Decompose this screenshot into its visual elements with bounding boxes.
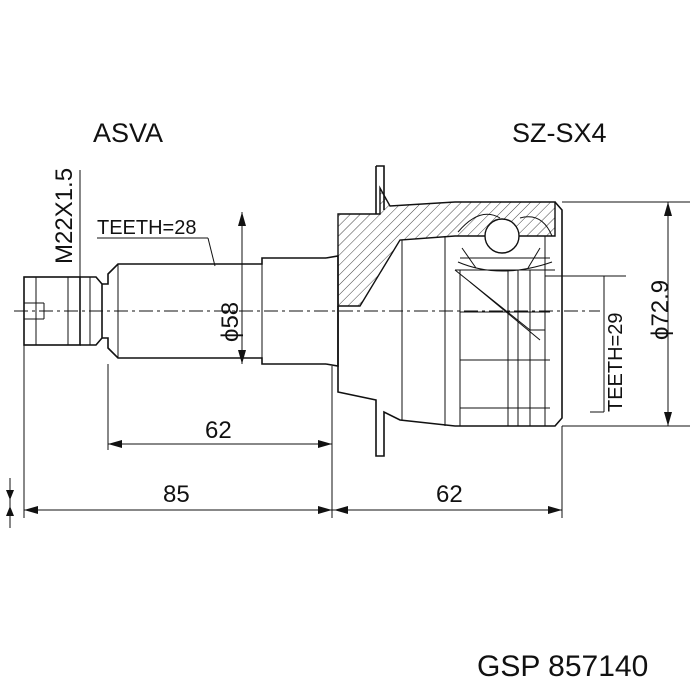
housing-length-dimension: 62 [332,426,563,518]
thread-label: M22X1.5 [51,168,78,264]
outer-diameter-label: ϕ72.9 [647,280,674,340]
dim-62-top-label: 62 [205,417,232,444]
model-label: SZ-SX4 [512,118,607,148]
thread-dimension: M22X1.5 [51,168,81,342]
teeth-outer-callout: TEETH=28 [97,217,216,267]
threaded-end [23,276,103,346]
shaft-length-dimension: 62 [107,364,333,450]
dim-85-label: 85 [163,481,190,508]
datum-marker [6,478,14,528]
outer-housing [337,165,563,457]
shaft-diameter-label: ϕ58 [217,302,244,342]
teeth-inner-label: TEETH=29 [605,313,627,412]
part-number-label: GSP 857140 [477,650,648,683]
brand-label: ASVA [93,118,163,148]
ball-cage [457,213,553,272]
teeth-outer-label: TEETH=28 [97,217,196,239]
teeth-inner-callout: TEETH=29 [545,275,627,413]
shaft-diameter-dimension: ϕ58 [217,212,246,364]
overall-length-85-dimension: 85 [23,345,333,518]
ball [484,218,520,254]
outer-diameter-dimension: ϕ72.9 [562,201,690,427]
dim-62-bottom-label: 62 [436,481,463,508]
